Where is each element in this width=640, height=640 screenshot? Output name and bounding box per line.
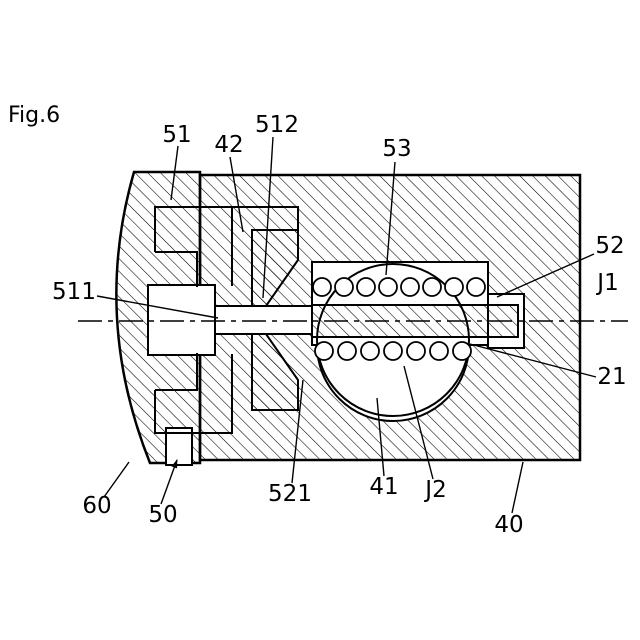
- ball-element: [422, 277, 442, 297]
- ref-label-42: 42: [214, 132, 243, 158]
- ball-41: [316, 263, 470, 417]
- ref-label-51: 51: [162, 122, 191, 148]
- ref-label-511: 511: [52, 279, 96, 305]
- retainer-51-outline: [154, 206, 233, 286]
- leader-512: [262, 136, 274, 299]
- inlet-channel: [214, 305, 313, 335]
- leader-j2: [403, 365, 434, 480]
- ball-element: [452, 341, 472, 361]
- seat-lip-521: [251, 333, 299, 411]
- leader-60: [103, 461, 130, 498]
- ref-label-512: 512: [255, 112, 299, 138]
- seat-42-outline: [232, 206, 299, 230]
- ball-element: [383, 341, 403, 361]
- axis-label-j2: J2: [423, 477, 446, 503]
- leader-51: [170, 145, 179, 201]
- figure-caption: Fig.6: [8, 103, 60, 128]
- ref-label-60: 60: [82, 493, 111, 519]
- ball-element: [334, 277, 354, 297]
- ball-element: [406, 341, 426, 361]
- ref-label-21: 21: [597, 364, 626, 390]
- lower-retainer-step: [155, 353, 198, 391]
- bore-511-cavity: [147, 284, 216, 356]
- ball-row-bottom: [314, 341, 472, 361]
- leader-40: [511, 461, 524, 514]
- ref-label-521: 521: [268, 481, 312, 507]
- leader-521: [291, 379, 304, 484]
- ref-label-50: 50: [148, 502, 177, 528]
- ref-label-41: 41: [369, 474, 398, 500]
- leader-511: [96, 295, 219, 319]
- leader-21: [469, 343, 597, 378]
- ball-element: [356, 277, 376, 297]
- ball-element: [337, 341, 357, 361]
- ball-element: [312, 277, 332, 297]
- ref-label-53: 53: [382, 136, 411, 162]
- retainer-51-step: [155, 251, 198, 287]
- ball-element: [360, 341, 380, 361]
- ball-element: [314, 341, 334, 361]
- axis-label-j1: J1: [595, 270, 618, 296]
- leader-42: [229, 156, 244, 233]
- ball-element: [378, 277, 398, 297]
- ball-element: [444, 277, 464, 297]
- lower-retainer-outline: [154, 354, 233, 434]
- ball-element: [400, 277, 420, 297]
- ball-element: [466, 277, 486, 297]
- part-boundaries: [154, 206, 299, 434]
- ref-label-52: 52: [595, 233, 624, 259]
- ball-row-top-53: [312, 277, 486, 297]
- leader-53: [385, 161, 396, 276]
- leader-lines: [96, 136, 597, 514]
- gap-50-notch: [165, 427, 193, 466]
- leader-50-arrow: [160, 459, 178, 505]
- leader-52: [496, 253, 595, 298]
- ball-element: [429, 341, 449, 361]
- leader-41: [376, 397, 385, 477]
- ref-label-40: 40: [494, 512, 523, 538]
